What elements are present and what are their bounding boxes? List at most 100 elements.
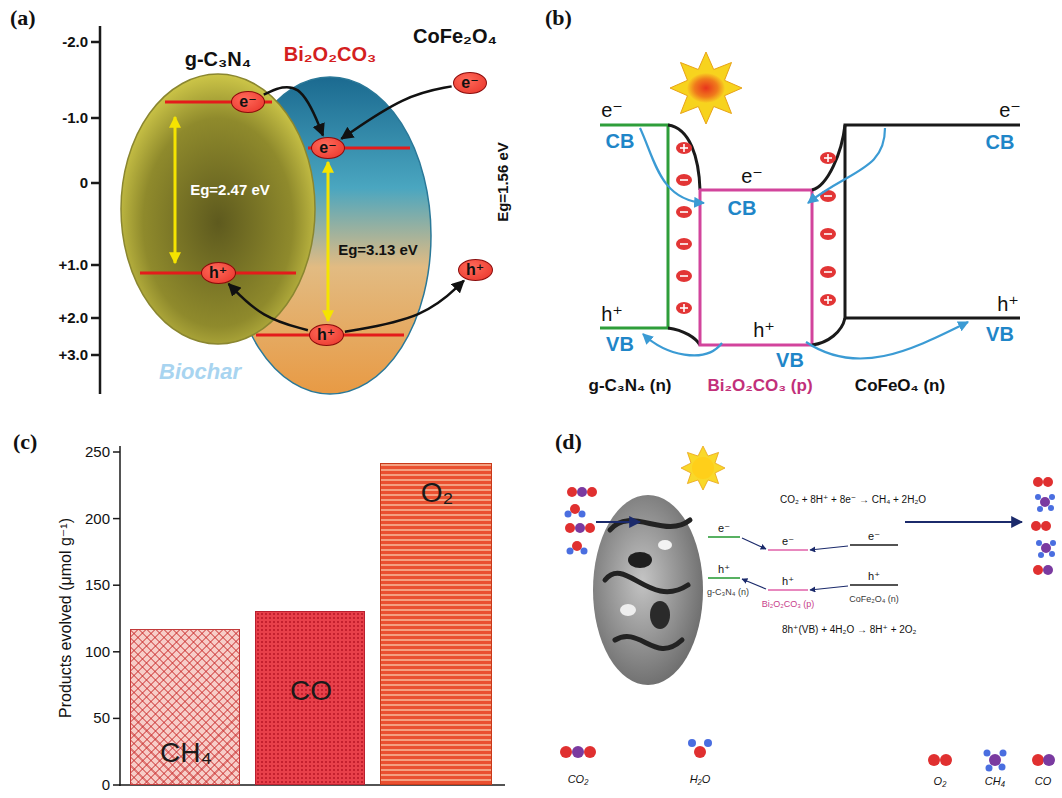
label-holder: CO₂ [568,769,589,787]
axis-tick-label: 100 [85,644,110,661]
band-edge [600,125,668,328]
text-holder: g-C₃N₄ [185,48,252,70]
reaction-equation: 8h⁺(VB) + 4H₂O → 8H⁺ + 2O₂ [782,624,916,635]
carrier-label: h⁺ [782,575,794,587]
text-holder: Eg=1.56 eV [494,142,512,222]
space-charge-symbol [683,304,685,312]
charge-transfer-arrow [640,128,968,359]
molecule-label: CH₄ [985,775,1005,787]
chart-axis [113,718,120,720]
material-label: CoFeO₄ (n) [855,377,945,396]
energy-axis [91,182,100,185]
label-holder: VB [986,323,1014,345]
label-holder: 8h⁺(VB) + 4H₂O → 8H⁺ + 2O₂ [782,619,916,637]
chart-axis [113,451,120,453]
axis-tick-label: +3.0 [58,347,88,364]
text-holder: CO [290,676,332,707]
label-holder: -1.0 [62,109,88,127]
charge-transfer-arrow [806,322,968,359]
sun-icon [687,73,725,103]
slab-texture [148,332,488,340]
band-edge [668,328,700,345]
molecule-icon [1041,521,1051,531]
band-label: VB [606,333,634,355]
space-charge-symbol [676,142,692,154]
space-charge-symbol [680,179,688,181]
label-holder: g-C₃N₄ (n) [707,581,749,599]
carrier-label: h⁺ [718,563,730,575]
carrier-symbol: e⁻ [461,74,478,92]
band-label: VB [986,323,1014,345]
hole-carrier: h⁺ [309,324,344,346]
molecule-icon [567,548,574,555]
carrier-symbol: e⁻ [319,139,336,157]
text-holder: CoFe₂O₄ [413,25,497,47]
sun-icon [670,52,742,124]
space-charge-symbol [824,195,832,197]
space-charge-symbol [680,211,688,213]
carrier-label: e⁻ [868,530,880,542]
label-holder: Bi₂O₂CO₃ (p) [762,593,815,611]
axis-tick-label: 0 [80,175,88,192]
label-holder: (c) [13,430,37,454]
space-charge-symbol [820,228,836,240]
molecule-icon [565,511,572,518]
label-holder: CB [986,131,1015,153]
carrier-label: h⁺ [601,303,623,325]
label-holder: CoFeO₄ (n) [855,377,945,396]
label-holder: -2.0 [62,33,88,51]
molecule-icon [1032,754,1044,766]
energy-level [768,549,808,551]
molecule-icon [1033,565,1043,575]
charge-transfer-arrow [640,128,704,203]
chart-axis [113,651,120,653]
molecule-icon [1043,477,1053,487]
label-holder: e⁻ [868,526,880,544]
disc-outline [376,57,534,306]
panel-letter: (a) [10,6,36,30]
label-holder: H₂O [690,769,711,787]
molecule-icon [587,487,597,497]
carrier-label: e⁻ [999,99,1021,121]
space-charge-symbol [820,294,836,306]
axis-tick-label: -2.0 [62,34,88,51]
molecule-icon [694,746,706,758]
transfer-arrow [742,538,848,590]
band-gap-label: Eg=2.47 eV [190,182,270,199]
material-title: g-C₃N₄ [185,48,252,70]
label-holder: +3.0 [58,346,88,364]
label-holder: CB [606,130,635,152]
label-holder: CH₄ [985,771,1005,789]
molecule-icon [575,523,585,533]
label-holder: g-C₃N₄ (n) [589,377,672,396]
space-charge-symbol [676,174,692,186]
material-label: g-C₃N₄ (n) [707,588,749,598]
panel-letter: (c) [13,430,37,454]
band-gap-label: Eg=1.56 eV [495,142,512,222]
axis-title: Products evolved (μmol g⁻¹) [57,518,75,718]
axis-tick-label: 0 [102,777,110,794]
catalyst-particle [628,552,652,568]
molecule-icon [688,739,696,747]
molecule-icon [1040,497,1050,507]
transfer-arrow [810,546,848,550]
molecule-icon [565,523,575,533]
space-charge-symbol [827,154,829,162]
band-label: VB [776,349,804,371]
catalyst-particle [593,495,703,685]
slab-face [480,318,516,380]
molecule-icon [1038,552,1044,558]
axis-tick-label: 200 [85,511,110,528]
energy-axis [91,354,100,357]
chart-axis [113,784,120,786]
label-holder: e⁻ [999,99,1021,121]
energy-level [708,536,740,538]
label-holder: e⁻ [782,531,794,549]
label-holder: (d) [555,430,582,454]
label-holder: VB [776,349,804,371]
band-edge [600,125,1020,345]
molecule-icon [1048,505,1054,511]
molecule-label: CO₂ [568,773,589,785]
band-gap-arrow [327,162,330,321]
